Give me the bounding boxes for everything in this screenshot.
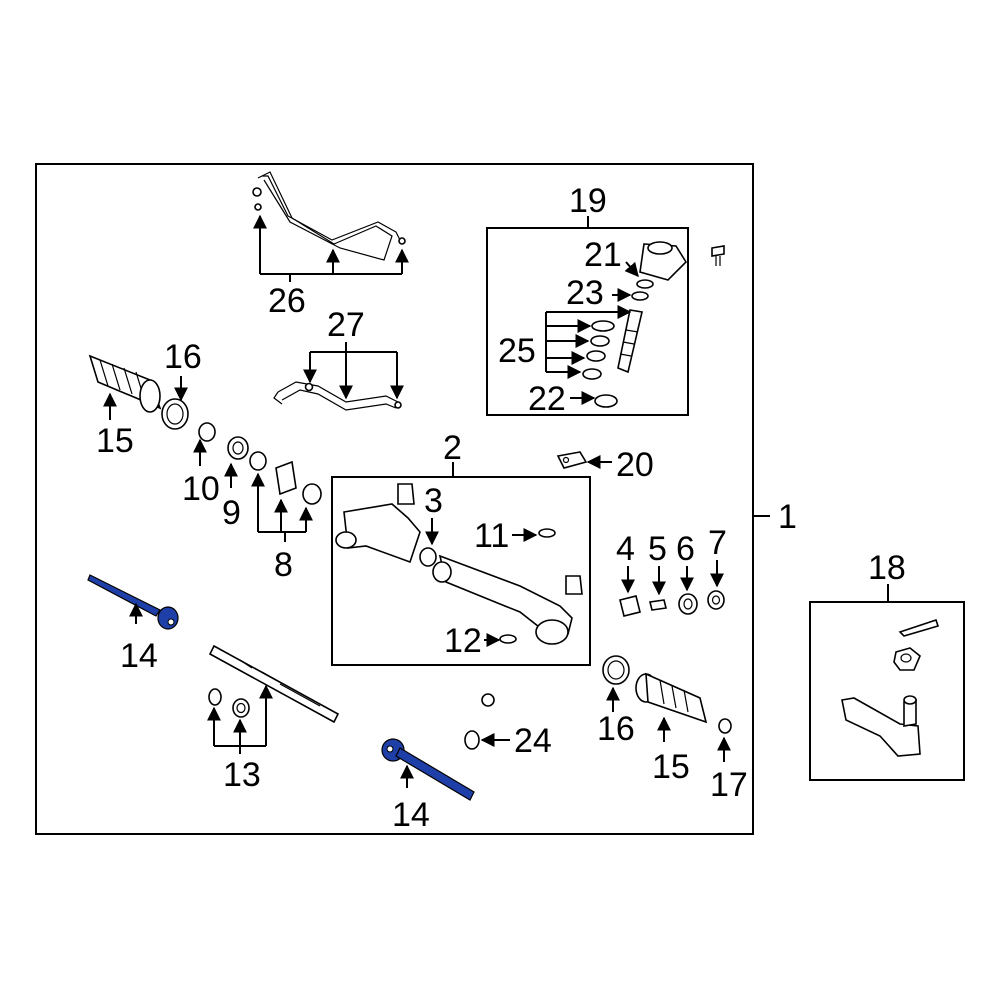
callout-16-left[interactable]: 16 [164, 338, 202, 376]
cap-4 [619, 595, 641, 617]
callout-15-left[interactable]: 15 [96, 422, 134, 460]
ring-13a [208, 688, 222, 706]
plate-20 [556, 451, 588, 469]
seal-25d [582, 368, 602, 380]
cotter-pin [898, 618, 940, 637]
nut-9 [227, 436, 249, 460]
callout-22[interactable]: 22 [528, 380, 566, 418]
tie-rod-end [841, 695, 921, 757]
callout-10[interactable]: 10 [182, 470, 220, 508]
callout-8-leader [251, 472, 313, 542]
clip-12 [499, 634, 517, 644]
callout-8[interactable]: 8 [274, 546, 293, 584]
inner-tie-rod-14-bottom [381, 738, 475, 801]
bushing-8 [249, 451, 322, 505]
callout-9[interactable]: 9 [222, 494, 241, 532]
clamp-16-left [161, 398, 189, 430]
callout-21[interactable]: 21 [584, 236, 622, 274]
inner-tie-rod-14-left [87, 574, 179, 630]
valve-body-21 [639, 241, 688, 281]
callout-14-bottom[interactable]: 14 [392, 796, 430, 834]
seal-22 [594, 394, 618, 408]
clip-11 [538, 528, 556, 538]
boot-15-left [88, 354, 162, 413]
callout-18[interactable]: 18 [868, 549, 906, 587]
callout-23[interactable]: 23 [566, 274, 604, 312]
seal-25a [591, 320, 615, 332]
nut-6 [678, 593, 698, 615]
callout-11[interactable]: 11 [474, 517, 509, 555]
callout-27-leader [303, 342, 404, 400]
gear-housing [335, 483, 583, 645]
callout-26-leader [253, 214, 409, 282]
callout-6[interactable]: 6 [676, 530, 695, 568]
clip-17 [718, 718, 732, 734]
ring-10 [198, 422, 216, 442]
callout-15-right[interactable]: 15 [652, 748, 690, 786]
callout-24[interactable]: 24 [514, 722, 552, 760]
callout-4[interactable]: 4 [616, 530, 635, 568]
main-assembly-frame [35, 163, 754, 835]
seal-25b [590, 335, 610, 347]
callout-13[interactable]: 13 [223, 756, 261, 794]
seal-25c [586, 350, 606, 362]
bolt [711, 245, 725, 266]
rack-bar [208, 644, 340, 724]
callout-19[interactable]: 19 [569, 182, 607, 220]
callout-12[interactable]: 12 [444, 622, 482, 660]
callout-14-left[interactable]: 14 [120, 637, 158, 675]
ring-23a [636, 279, 654, 289]
callout-27[interactable]: 27 [327, 306, 365, 344]
tie-rod-end-frame [809, 601, 965, 781]
callout-1[interactable]: 1 [778, 498, 797, 536]
seal-3 [419, 547, 437, 567]
boot-15-right [635, 672, 708, 724]
callout-5[interactable]: 5 [648, 530, 667, 568]
callout-13-leader [207, 684, 273, 754]
callout-3[interactable]: 3 [424, 482, 443, 520]
pressure-tube-26 [252, 171, 406, 261]
callout-2[interactable]: 2 [443, 429, 462, 467]
callout-17[interactable]: 17 [710, 766, 748, 804]
callout-7[interactable]: 7 [708, 524, 727, 562]
callout-25[interactable]: 25 [498, 332, 536, 370]
plug-24b [464, 730, 480, 750]
valve-shaft [617, 309, 643, 374]
ring-23b [631, 291, 649, 301]
callout-20[interactable]: 20 [616, 446, 654, 484]
castle-nut [893, 647, 921, 671]
gear-housing-frame [331, 476, 591, 666]
spring-5 [649, 599, 667, 611]
callout-25-leader [545, 305, 632, 379]
bushing-13b [232, 698, 250, 718]
plug-24a [481, 693, 495, 707]
callout-26[interactable]: 26 [268, 282, 306, 320]
return-tube-27 [273, 381, 402, 411]
callout-16-right[interactable]: 16 [597, 710, 635, 748]
clamp-16-right [602, 655, 630, 685]
locknut-7 [707, 590, 725, 610]
